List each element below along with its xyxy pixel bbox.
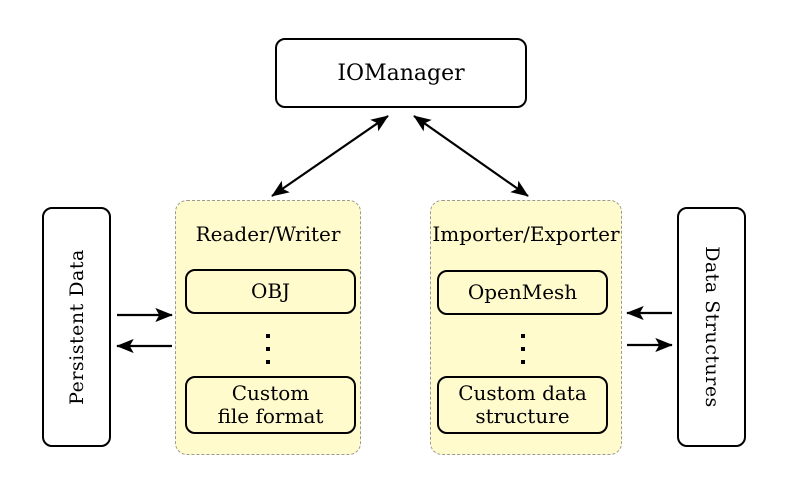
iomanager-label: IOManager <box>337 60 465 86</box>
data-structures-box[interactable]: Data Structures <box>677 207 746 447</box>
reader-writer-item-custom-file-format-line1: Custom <box>231 381 310 405</box>
reader-writer-item-custom-file-format[interactable]: Custom file format <box>185 376 356 434</box>
importer-exporter-item-custom-data-structure-line2: structure <box>475 404 570 428</box>
importer-exporter-ellipsis-icon <box>521 334 525 364</box>
importer-exporter-item-custom-data-structure[interactable]: Custom data structure <box>437 376 608 434</box>
importer-exporter-item-openmesh-label: OpenMesh <box>467 280 578 304</box>
reader-writer-item-custom-file-format-line2: file format <box>217 404 324 428</box>
persistent-data-box[interactable]: Persistent Data <box>42 207 111 447</box>
reader-writer-item-obj-label: OBJ <box>250 279 291 303</box>
arrow-manager-importerexporter <box>413 115 529 197</box>
data-structures-label: Data Structures <box>700 246 723 408</box>
importer-exporter-item-openmesh[interactable]: OpenMesh <box>437 270 608 315</box>
arrow-manager-readerwriter <box>271 115 389 197</box>
reader-writer-item-obj[interactable]: OBJ <box>185 269 356 314</box>
reader-writer-panel-title: Reader/Writer <box>195 222 341 246</box>
persistent-data-label: Persistent Data <box>65 249 88 405</box>
iomanager-box[interactable]: IOManager <box>275 38 527 108</box>
importer-exporter-panel-title: Importer/Exporter <box>432 222 620 246</box>
importer-exporter-item-custom-data-structure-line1: Custom data <box>458 381 587 405</box>
reader-writer-ellipsis-icon <box>266 334 270 364</box>
